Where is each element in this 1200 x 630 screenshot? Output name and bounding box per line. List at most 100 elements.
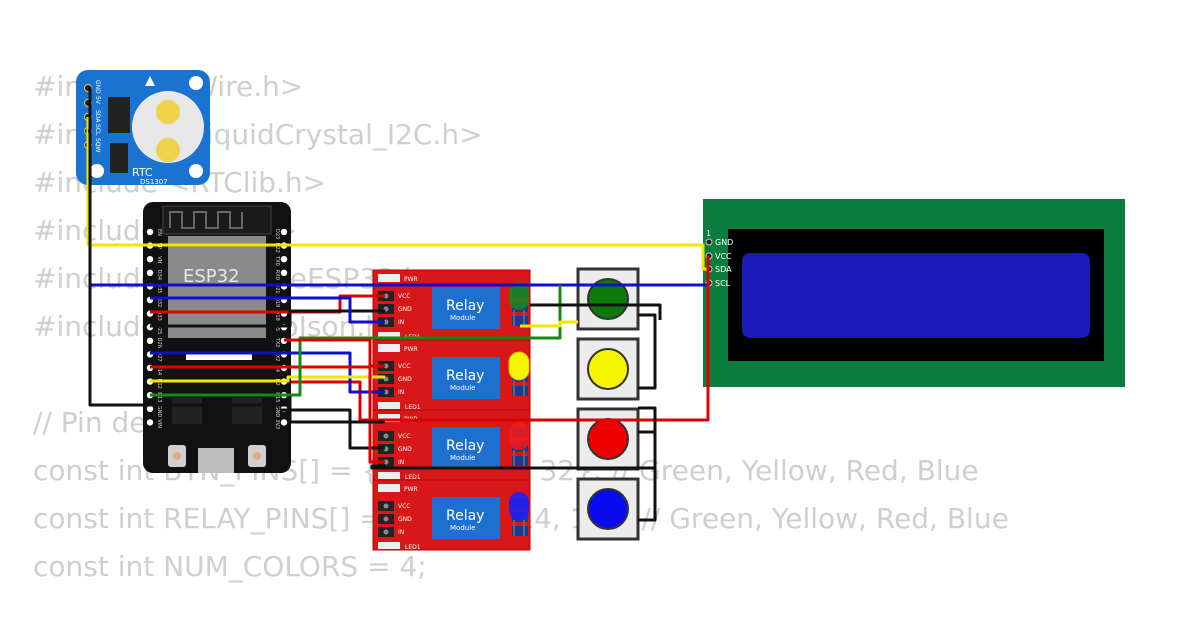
wire-black-relay3[interactable] bbox=[280, 408, 385, 450]
relay-coil bbox=[432, 287, 500, 329]
esp32-pin-dot[interactable] bbox=[280, 419, 288, 426]
esp32-usb-chip bbox=[232, 398, 262, 424]
led-yellow[interactable] bbox=[508, 351, 530, 396]
rtc-battery-contact bbox=[156, 100, 180, 124]
esp32-pin-dot[interactable] bbox=[146, 405, 154, 412]
relay-pin-label: GND bbox=[398, 446, 412, 453]
esp32-board[interactable]: ESP32 ENVPVND34D35D32D33D25D26D27D14D12D… bbox=[143, 202, 291, 473]
relay-pwr-led bbox=[378, 274, 400, 282]
button-green[interactable] bbox=[576, 267, 640, 331]
lcd-pin-label: GND bbox=[715, 238, 733, 247]
relay-led-label: LED1 bbox=[405, 404, 421, 411]
lcd-screen bbox=[742, 253, 1090, 338]
led-green[interactable] bbox=[509, 282, 529, 326]
relay-pin-dot[interactable] bbox=[383, 516, 389, 522]
wire-black-btn1[interactable] bbox=[530, 303, 662, 320]
relay-terminal bbox=[512, 386, 528, 396]
lcd-pin-label: SDA bbox=[715, 265, 732, 274]
led-red[interactable] bbox=[509, 422, 529, 466]
wire-red-vcc[interactable] bbox=[291, 256, 710, 422]
relay-pin-dot[interactable] bbox=[383, 433, 389, 439]
lcd-display[interactable]: 1 GND VCC SDA SCL bbox=[703, 199, 1125, 387]
relay-status-led bbox=[378, 542, 400, 549]
esp32-pin-label: RX0 bbox=[274, 270, 280, 280]
button-red[interactable] bbox=[576, 407, 640, 471]
relay-pin-label: GND bbox=[398, 306, 412, 313]
esp32-pin-label: RX2 bbox=[274, 351, 280, 361]
rtc-module[interactable]: RTC DS1307 GND 5V SDA SCL SQW bbox=[76, 70, 210, 186]
wire-blue-relay1[interactable] bbox=[150, 296, 385, 324]
esp32-pin-dot[interactable] bbox=[280, 256, 288, 263]
relay-pin-dot[interactable] bbox=[383, 529, 389, 535]
rtc-pin-label: SDA bbox=[94, 110, 101, 123]
rtc-pin-label: SCL bbox=[94, 124, 101, 136]
button-yellow[interactable] bbox=[576, 337, 640, 401]
rtc-mount-hole bbox=[90, 164, 104, 178]
esp32-pin-label: D19 bbox=[274, 297, 280, 307]
boot-button-cap bbox=[253, 452, 261, 460]
wire-red-relay3[interactable] bbox=[284, 338, 385, 464]
led-body bbox=[509, 422, 529, 450]
esp32-pin-label: D34 bbox=[156, 270, 162, 280]
esp32-pin-dot[interactable] bbox=[146, 419, 154, 426]
button-cap bbox=[587, 348, 629, 390]
relay-title: Relay bbox=[446, 438, 484, 454]
wire-blue-relay2[interactable] bbox=[150, 351, 385, 394]
relay-pin-dot[interactable] bbox=[383, 503, 389, 509]
relay-pwr-led bbox=[378, 344, 400, 352]
wire-red-relay2[interactable] bbox=[150, 364, 385, 369]
rtc-battery-contact bbox=[156, 138, 180, 162]
esp32-pin-dot[interactable] bbox=[146, 269, 154, 276]
rtc-mount-hole bbox=[189, 76, 203, 90]
esp32-pin-dot[interactable] bbox=[146, 228, 154, 236]
lcd-pin-dot[interactable] bbox=[705, 238, 713, 246]
wire-yellow-btn[interactable] bbox=[520, 320, 578, 328]
rtc-pin-label: 5V bbox=[94, 96, 101, 105]
relay-title: Relay bbox=[446, 508, 484, 524]
esp32-pin-label: D22 bbox=[274, 243, 280, 253]
wires bbox=[86, 86, 710, 522]
wire-yellow-relay2[interactable] bbox=[150, 375, 385, 383]
leds bbox=[508, 282, 530, 536]
wire-red-relay1[interactable] bbox=[150, 294, 385, 314]
lcd-pin-label: SCL bbox=[715, 279, 731, 288]
relay-modules: PWRVCCGNDINRelayModuleLED1PWRVCCGNDINRel… bbox=[372, 269, 531, 551]
relay-pin-label: IN bbox=[398, 319, 404, 326]
esp32-pin-label: D27 bbox=[156, 351, 162, 361]
wire-black-btn-chain2[interactable] bbox=[638, 430, 657, 522]
rtc-battery-holder bbox=[132, 91, 204, 163]
esp32-pin-dot[interactable] bbox=[280, 228, 288, 236]
esp32-pin-label: D21 bbox=[274, 283, 280, 293]
relay-terminal bbox=[512, 526, 528, 536]
relay-pwr-label: PWR bbox=[404, 486, 418, 493]
relay-pwr-led bbox=[378, 484, 400, 492]
relay-pwr-label: PWR bbox=[404, 346, 418, 353]
esp32-pin-label: D15 bbox=[274, 392, 280, 402]
wire-black-relay1[interactable] bbox=[150, 309, 385, 328]
esp32-pin-label: D35 bbox=[156, 283, 162, 293]
rtc-title: RTC bbox=[132, 166, 153, 179]
wire-black-btn-chain[interactable] bbox=[638, 313, 657, 390]
button-blue[interactable] bbox=[576, 477, 640, 541]
esp32-pin-label: D25 bbox=[156, 324, 162, 334]
relay-pin-label: GND bbox=[398, 376, 412, 383]
relay-coil bbox=[432, 497, 500, 539]
button-cap bbox=[587, 418, 629, 460]
esp32-pin-dot[interactable] bbox=[280, 269, 288, 276]
relay-pin-label: IN bbox=[398, 459, 404, 466]
wire-green-btn[interactable] bbox=[150, 285, 562, 397]
esp32-pin-label: VIN bbox=[156, 419, 162, 428]
esp32-pin-label: D23 bbox=[274, 229, 280, 239]
relay-pwr-label: PWR bbox=[404, 276, 418, 283]
led-blue[interactable] bbox=[509, 492, 529, 536]
esp32-pin-dot[interactable] bbox=[146, 256, 154, 263]
wire-black-gnd2[interactable] bbox=[288, 396, 385, 424]
esp32-pin-dot[interactable] bbox=[146, 337, 154, 344]
wire-yellow-sda[interactable] bbox=[86, 117, 709, 271]
wire-black-relay4[interactable] bbox=[370, 406, 657, 470]
esp32-pin-label: D32 bbox=[156, 297, 162, 307]
